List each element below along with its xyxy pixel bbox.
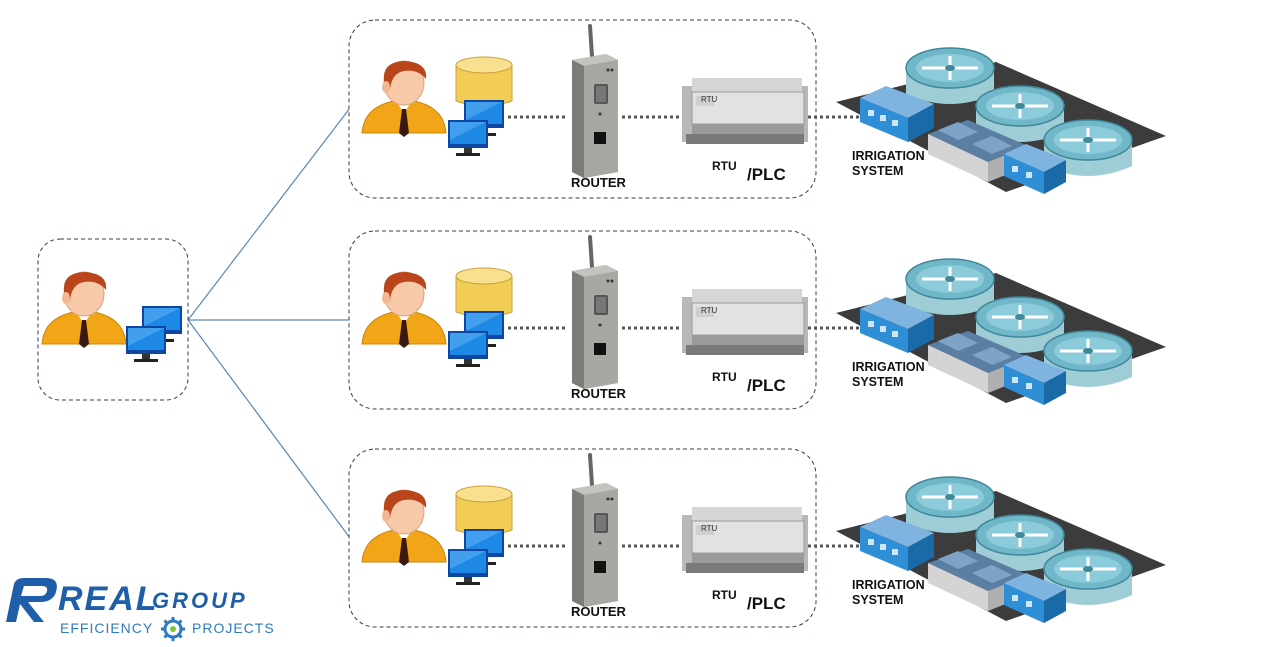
irrigation-label-line1: IRRIGATION [852, 578, 925, 592]
router-label: ROUTER [571, 175, 627, 190]
rtu-panel-label: RTU [701, 524, 718, 533]
database-icon [455, 267, 513, 318]
rtu-panel-label: RTU [701, 95, 718, 104]
rtu-plc-icon [681, 77, 809, 145]
plc-label: /PLC [747, 594, 786, 613]
rtu-label: RTU [712, 370, 737, 384]
database-icon [455, 485, 513, 536]
irrigation-label-line1: IRRIGATION [852, 149, 925, 163]
logo-word-group: GROUP [152, 588, 248, 613]
irrigation-label-line2: SYSTEM [852, 375, 903, 389]
irrigation-label-line2: SYSTEM [852, 164, 903, 178]
router-label: ROUTER [571, 604, 627, 619]
rtu-panel-label: RTU [701, 306, 718, 315]
irrigation-label-line1: IRRIGATION [852, 360, 925, 374]
database-icon [455, 56, 513, 107]
logo-projects-text: PROJECTS [192, 620, 275, 636]
realgroup-logo: REAL GROUP EFFICIENCY PROJECTS [2, 578, 292, 642]
router-label: ROUTER [571, 386, 627, 401]
logo-word-main: REAL [58, 580, 159, 618]
connector-line-bottom [187, 319, 351, 539]
irrigation-label-line2: SYSTEM [852, 593, 903, 607]
logo-efficiency-text: EFFICIENCY [60, 620, 154, 636]
main-operator-station [37, 238, 189, 401]
gear-icon [161, 617, 185, 641]
rtu-plc-icon [681, 288, 809, 356]
plc-label: /PLC [747, 376, 786, 395]
plc-label: /PLC [747, 165, 786, 184]
logo-r-mark [6, 578, 57, 622]
rtu-label: RTU [712, 159, 737, 173]
rtu-plc-icon [681, 506, 809, 574]
connector-line-top [187, 107, 351, 321]
rtu-label: RTU [712, 588, 737, 602]
